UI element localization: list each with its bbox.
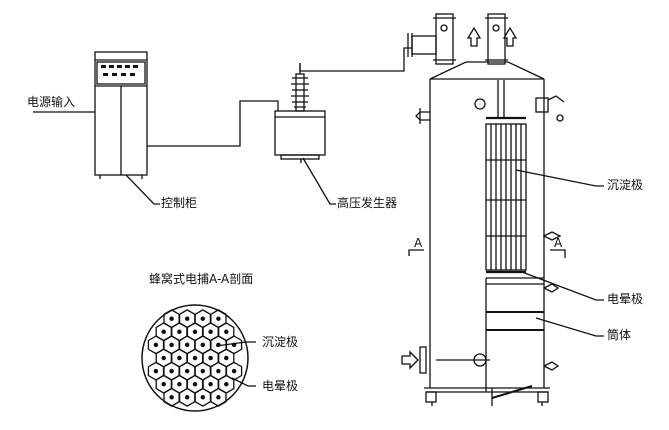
corona-wire-dot: [200, 368, 206, 374]
corona-wire-dot: [224, 355, 229, 361]
corona-wire-dot: [231, 368, 237, 374]
label-corona-section: 电晕极: [262, 379, 299, 393]
cabinet-indicator-lights: [101, 65, 138, 76]
label-section-title: 蜂窝式电捕A-A剖面: [149, 272, 254, 286]
label-control-cabinet: 控制柜: [161, 196, 198, 210]
honeycomb-cells: [147, 309, 243, 407]
precipitator-shell: [424, 61, 550, 406]
corona-wire-dot: [200, 316, 206, 321]
corona-wire-dot: [177, 329, 182, 335]
hv-lead: [299, 47, 412, 72]
corona-wire-dot: [177, 381, 182, 387]
cabinet-cable: [147, 100, 279, 147]
hv-generator-leader: [302, 157, 336, 205]
corona-wire-dot: [200, 395, 206, 400]
right-label-leaders: [515, 169, 604, 337]
tube-bundle: [474, 80, 527, 274]
honeycomb-section: [141, 304, 256, 412]
corona-wire-dot: [200, 342, 206, 348]
corona-wire-dot: [169, 395, 174, 400]
hv-bushing: [291, 63, 309, 112]
side-nozzles: [415, 95, 565, 371]
corona-wire-dot: [161, 329, 166, 335]
label-shell: 筒体: [607, 328, 632, 342]
bottom-drain: [491, 385, 533, 406]
top-outlet-pipes: [407, 13, 508, 65]
corona-wire-dot: [184, 316, 190, 321]
honeycomb-cell: [210, 387, 227, 407]
label-section-mark-left: A: [414, 236, 423, 250]
gas-flow-arrows-top: [466, 26, 518, 47]
corona-wire-dot: [216, 316, 221, 321]
hv-generator: [274, 63, 326, 163]
corona-wire-dot: [177, 355, 182, 361]
corona-wire-dot: [169, 342, 174, 348]
label-collector-section: 沉淀极: [262, 335, 299, 349]
corona-wire-dot: [216, 395, 221, 400]
corona-wire-dot: [208, 329, 213, 335]
label-power-input: 电源输入: [27, 95, 76, 109]
corona-wire-dot: [208, 355, 213, 361]
corona-wire-dot: [161, 355, 166, 361]
label-section-mark-right: A: [554, 236, 563, 250]
control-cabinet: [94, 51, 148, 179]
corona-wire-dot: [169, 316, 174, 321]
gas-inlet-arrow: [401, 346, 427, 374]
corona-wire-dot: [208, 381, 213, 387]
corona-wire-dot: [184, 342, 190, 348]
corona-wire-dot: [169, 368, 174, 374]
label-hv-generator: 高压发生器: [337, 196, 398, 210]
label-collector-electrode: 沉淀极: [607, 178, 644, 192]
corona-wire-dot: [192, 381, 198, 387]
corona-wire-dot: [224, 381, 229, 387]
corona-wire-dot: [224, 329, 229, 335]
control-cabinet-leader: [125, 174, 160, 205]
corona-wire-dot: [161, 381, 166, 387]
corona-wire-dot: [192, 355, 198, 361]
corona-wire-dot: [192, 329, 198, 335]
distribution-grids: [485, 277, 544, 392]
label-corona-electrode: 电晕极: [607, 292, 644, 306]
section-marks: [408, 249, 566, 258]
corona-wire-dot: [153, 342, 159, 348]
corona-wire-dot: [153, 368, 159, 374]
corona-wire-dot: [216, 368, 221, 374]
corona-wire-dot: [184, 395, 190, 400]
corona-wire-dot: [184, 368, 190, 374]
